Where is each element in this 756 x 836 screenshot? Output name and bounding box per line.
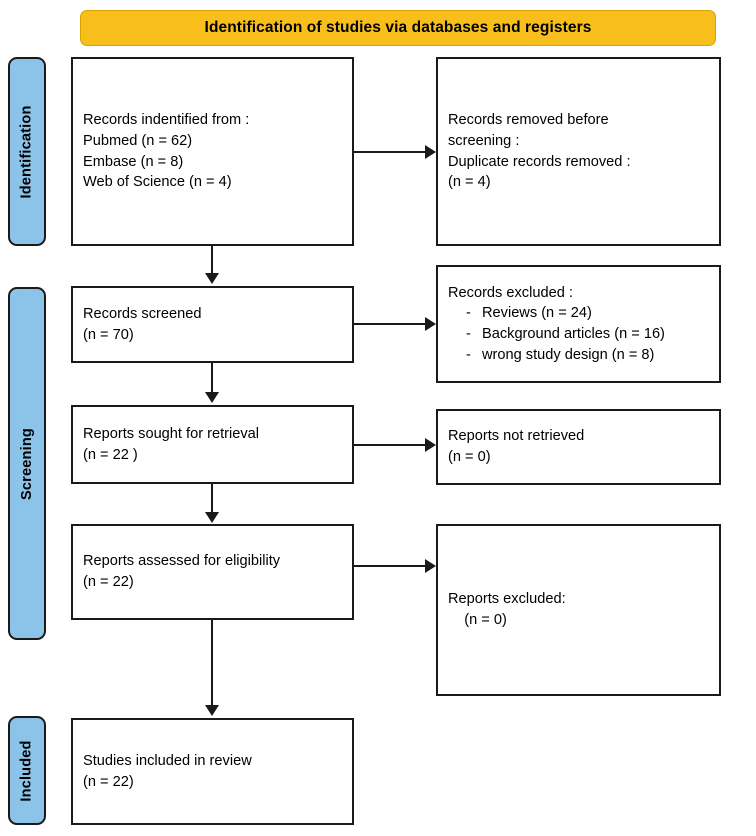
box-records-identified-line-4: Web of Science (n = 4) [83,174,232,191]
connector-assessed-to-excluded-arrow [425,559,436,573]
box-records-removed-line-4: (n = 4) [448,174,491,191]
bullet-text: Background articles (n = 16) [482,326,665,342]
list-item: - wrong study design (n = 8) [448,345,709,366]
connector-sought-to-not-retrieved-arrow [425,438,436,452]
box-reports-not-retrieved-line-1: Reports not retrieved [448,428,585,445]
box-records-identified-line-3: Embase (n = 8) [83,153,184,170]
box-reports-not-retrieved-line-2: (n = 0) [448,449,491,465]
box-records-removed: Records removed before screening : Dupli… [436,57,721,246]
box-reports-assessed-line-1: Reports assessed for eligibility [83,553,281,570]
bullet-text: wrong study design (n = 8) [482,346,655,363]
list-item: - Background articles (n = 16) [448,324,709,345]
connector-sought-to-assessed-arrow [204,512,219,523]
stage-tab-included-label: Included [19,739,35,802]
bullet-text: Reviews (n = 24) [482,305,592,322]
box-records-removed-line-3: Duplicate records removed : [448,153,631,170]
connector-identified-to-removed-line [353,151,425,154]
box-records-removed-line-2: screening : [448,132,520,149]
connector-screened-to-excluded-line [353,323,425,326]
connector-identified-to-screened-line [211,246,214,277]
box-reports-excluded-line-1: Reports excluded: [448,591,566,608]
box-reports-not-retrieved: Reports not retrieved (n = 0) [436,409,721,485]
box-reports-sought-line-2: (n = 22 ) [83,446,138,463]
box-studies-included: Studies included in review (n = 22) [71,718,354,825]
diagram-title-text: Identification of studies via databases … [204,19,592,36]
box-records-excluded-list: - Reviews (n = 24) - Background articles… [438,303,719,365]
box-records-screened: Records screened (n = 70) [71,286,354,363]
connector-identified-to-removed-arrow [425,145,436,159]
stage-tab-included: Included [8,716,46,825]
box-reports-sought-line-1: Reports sought for retrieval [83,425,260,442]
box-reports-assessed-line-2: (n = 22) [83,574,134,590]
bullet-dash: - [466,346,471,363]
box-reports-sought: Reports sought for retrieval (n = 22 ) [71,405,354,484]
stage-tab-identification-label: Identification [19,104,35,199]
connector-assessed-to-included-arrow [204,705,219,716]
box-records-identified-line-1: Records indentified from : [83,112,250,129]
box-reports-excluded: Reports excluded: (n = 0) [436,524,721,696]
connector-identified-to-screened-arrow [204,273,219,284]
connector-sought-to-not-retrieved-line [353,444,425,447]
bullet-dash: - [466,326,471,342]
connector-assessed-to-included-line [211,620,214,708]
box-records-screened-line-2: (n = 70) [83,326,134,343]
box-records-removed-line-1: Records removed before [448,112,609,129]
stage-tab-screening: Screening [8,287,46,640]
box-records-identified: Records indentified from : Pubmed (n = 6… [71,57,354,246]
box-records-screened-line-1: Records screened [83,305,202,322]
box-records-excluded-heading: Records excluded : [448,284,573,301]
connector-assessed-to-excluded-line [353,565,425,568]
box-records-identified-line-2: Pubmed (n = 62) [83,132,193,149]
connector-sought-to-assessed-line [211,484,214,516]
connector-screened-to-sought-line [211,363,214,396]
box-studies-included-line-1: Studies included in review [83,752,252,769]
box-reports-assessed: Reports assessed for eligibility (n = 22… [71,524,354,620]
stage-tab-screening-label: Screening [19,427,36,500]
list-item: - Reviews (n = 24) [448,303,709,324]
stage-tab-identification: Identification [8,57,46,246]
diagram-title-banner: Identification of studies via databases … [80,10,716,46]
connector-screened-to-sought-arrow [204,392,219,403]
bullet-dash: - [466,305,471,322]
box-records-excluded: Records excluded : - Reviews (n = 24) - … [436,265,721,383]
connector-screened-to-excluded-arrow [425,317,436,331]
box-studies-included-line-2: (n = 22) [83,773,134,790]
box-reports-excluded-line-2: (n = 0) [448,612,507,628]
